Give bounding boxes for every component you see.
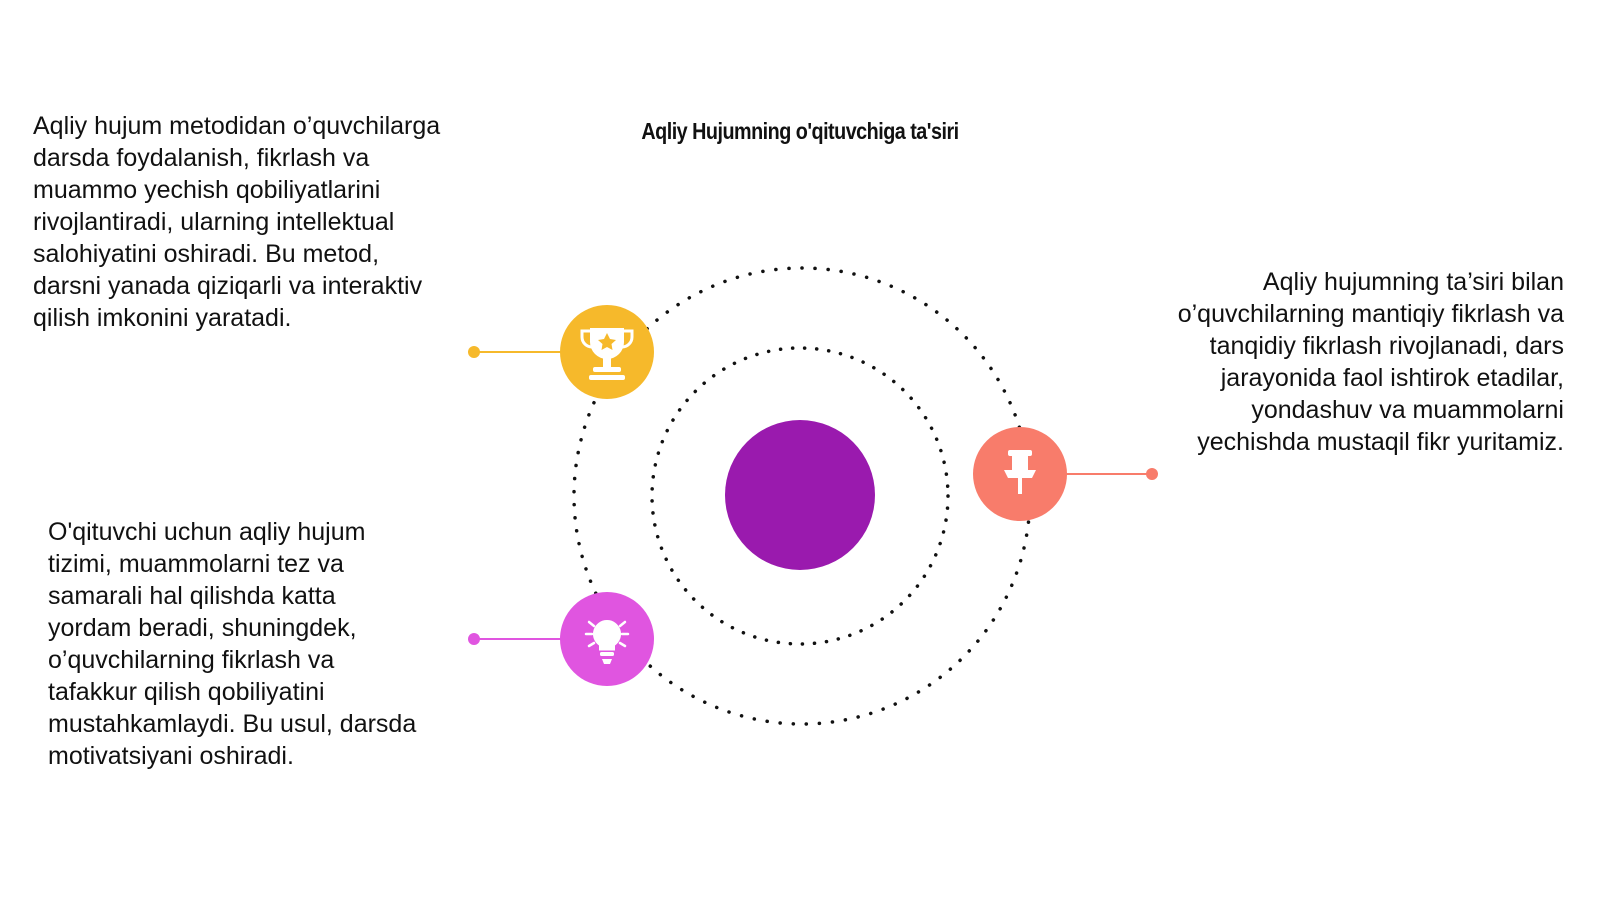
lightbulb-node <box>560 592 654 686</box>
text-trophy: Aqliy hujum metodidan o’quvchilarga dars… <box>33 112 441 332</box>
center-circle <box>725 420 875 570</box>
text-lightbulb: O'qituvchi uchun aqliy hujum tizimi, mua… <box>48 518 417 770</box>
lightbulb-icon <box>584 620 630 664</box>
connector-lightbulb <box>468 633 565 645</box>
trophy-node <box>560 305 654 399</box>
connector-pushpin <box>1062 468 1158 480</box>
pushpin-icon <box>1004 450 1036 494</box>
inner-orbit <box>650 346 950 646</box>
trophy-icon <box>580 328 634 380</box>
diagram-title: Aqliy Hujumning o'qituvchiga ta'siri <box>641 118 959 144</box>
connector-trophy <box>468 346 565 358</box>
pushpin-node <box>973 427 1067 521</box>
text-pushpin: Aqliy hujumning ta’siri bilan o’quvchila… <box>1177 268 1564 456</box>
